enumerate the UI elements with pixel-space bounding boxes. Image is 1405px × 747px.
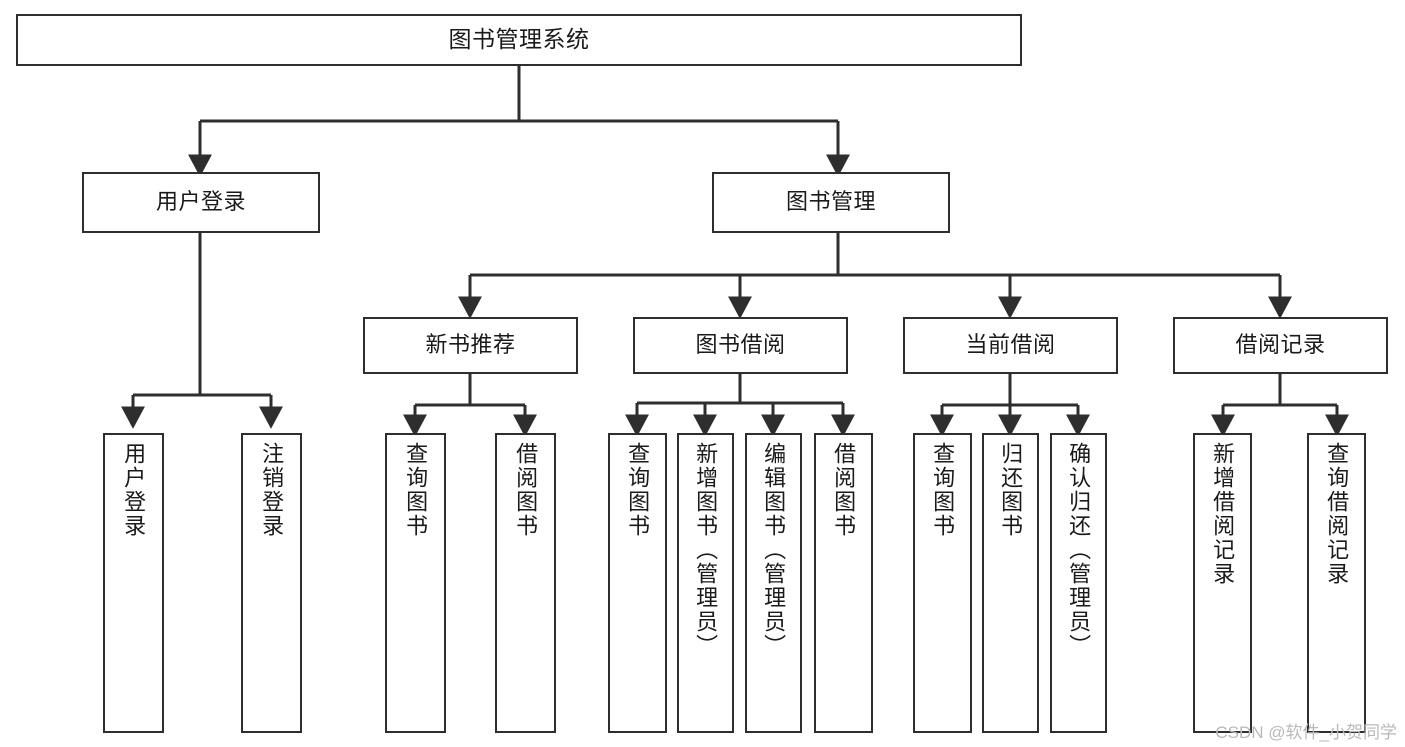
node-leaf-query-book-2[interactable]: 查询图书 xyxy=(608,433,667,733)
node-label: 新书推荐 xyxy=(425,332,516,358)
node-label: 编辑图书（管理员） xyxy=(761,442,787,658)
node-leaf-query-book-3[interactable]: 查询图书 xyxy=(913,433,972,733)
node-label: 注销登录 xyxy=(259,442,285,538)
node-root-system[interactable]: 图书管理系统 xyxy=(16,14,1022,66)
node-label: 图书管理 xyxy=(785,189,876,215)
node-current-borrow[interactable]: 当前借阅 xyxy=(903,317,1118,374)
node-new-book-recommend[interactable]: 新书推荐 xyxy=(363,317,578,374)
node-label: 归还图书 xyxy=(998,442,1024,538)
node-label: 当前借阅 xyxy=(965,332,1056,358)
node-borrow-record[interactable]: 借阅记录 xyxy=(1173,317,1388,374)
watermark-text: CSDN @软件_小贺同学 xyxy=(1215,723,1397,742)
node-leaf-borrow-book-1[interactable]: 借阅图书 xyxy=(495,433,556,733)
node-leaf-add-record[interactable]: 新增借阅记录 xyxy=(1193,433,1252,733)
node-leaf-query-book-1[interactable]: 查询图书 xyxy=(385,433,446,733)
node-label: 借阅图书 xyxy=(513,442,539,538)
node-user-login[interactable]: 用户登录 xyxy=(82,172,320,233)
node-label: 查询图书 xyxy=(403,442,429,538)
node-leaf-return-book[interactable]: 归还图书 xyxy=(982,433,1039,733)
node-leaf-edit-book[interactable]: 编辑图书（管理员） xyxy=(745,433,802,733)
node-leaf-logout-login[interactable]: 注销登录 xyxy=(241,433,302,733)
node-label: 新增图书（管理员） xyxy=(693,442,719,658)
node-book-borrow[interactable]: 图书借阅 xyxy=(633,317,848,374)
node-label: 查询图书 xyxy=(625,442,651,538)
node-label: 图书借阅 xyxy=(695,332,786,358)
node-label: 用户登录 xyxy=(155,189,246,215)
node-label: 新增借阅记录 xyxy=(1210,442,1236,586)
node-label: 借阅记录 xyxy=(1235,332,1326,358)
node-label: 图书管理系统 xyxy=(448,26,590,53)
node-book-manage[interactable]: 图书管理 xyxy=(712,172,950,233)
node-label: 查询借阅记录 xyxy=(1324,442,1350,586)
node-label: 查询图书 xyxy=(930,442,956,538)
node-leaf-user-login[interactable]: 用户登录 xyxy=(103,433,164,733)
node-label: 确认归还（管理员） xyxy=(1066,442,1092,658)
node-leaf-add-book[interactable]: 新增图书（管理员） xyxy=(677,433,734,733)
node-label: 用户登录 xyxy=(121,442,147,538)
node-label: 借阅图书 xyxy=(831,442,857,538)
node-leaf-confirm-return[interactable]: 确认归还（管理员） xyxy=(1050,433,1107,733)
node-leaf-borrow-book-2[interactable]: 借阅图书 xyxy=(814,433,873,733)
node-leaf-query-record[interactable]: 查询借阅记录 xyxy=(1307,433,1366,733)
